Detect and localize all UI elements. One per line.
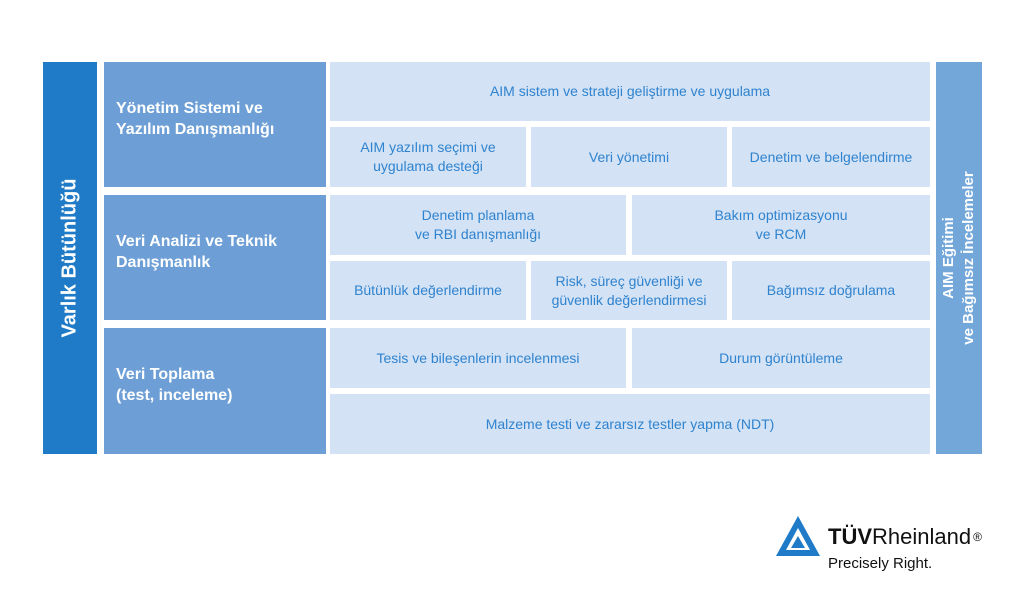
varlik-butunlugu-label: Varlık Bütünlüğü bbox=[58, 178, 81, 338]
aim-training-label: AIM Eğitimi ve Bağımsız İncelemeler bbox=[940, 171, 977, 345]
right-vertical-bar: AIM Eğitimi ve Bağımsız İncelemeler bbox=[936, 62, 982, 454]
registered-mark: ® bbox=[973, 530, 982, 544]
service-material-testing: Malzeme testi ve zararsız testler yapma … bbox=[330, 394, 930, 454]
service-inspection-planning: Denetim planlama ve RBI danışmanlığı bbox=[330, 195, 626, 255]
service-risk-assessment: Risk, süreç güvenliği ve güvenlik değerl… bbox=[531, 261, 727, 320]
tuv-brand-name: TÜVRheinland® bbox=[828, 525, 982, 549]
service-maintenance-optimization: Bakım optimizasyonu ve RCM bbox=[632, 195, 930, 255]
category-label: Yönetim Sistemi ve Yazılım Danışmanlığı bbox=[116, 100, 275, 138]
category-data-analysis: Veri Analizi ve Teknik Danışmanlık bbox=[104, 195, 326, 320]
category-label: Veri Toplama (test, inceleme) bbox=[116, 366, 233, 404]
service-condition-monitoring: Durum görüntüleme bbox=[632, 328, 930, 388]
left-vertical-bar: Varlık Bütünlüğü bbox=[43, 62, 97, 454]
service-facility-inspection: Tesis ve bileşenlerin incelenmesi bbox=[330, 328, 626, 388]
service-independent-verification: Bağımsız doğrulama bbox=[732, 261, 930, 320]
tuv-tagline: Precisely Right. bbox=[828, 555, 933, 572]
tuv-triangle-icon bbox=[776, 516, 820, 556]
category-label: Veri Analizi ve Teknik Danışmanlık bbox=[116, 233, 277, 271]
service-data-management: Veri yönetimi bbox=[531, 127, 727, 187]
category-data-collection: Veri Toplama (test, inceleme) bbox=[104, 328, 326, 454]
service-integrity-assessment: Bütünlük değerlendirme bbox=[330, 261, 526, 320]
service-audit-certification: Denetim ve belgelendirme bbox=[732, 127, 930, 187]
brand-regular: Rheinland bbox=[872, 524, 972, 549]
service-aim-strategy: AIM sistem ve strateji geliştirme ve uyg… bbox=[330, 62, 930, 121]
category-management-software: Yönetim Sistemi ve Yazılım Danışmanlığı bbox=[104, 62, 326, 187]
service-aim-software: AIM yazılım seçimi ve uygulama desteği bbox=[330, 127, 526, 187]
tuv-logo: TÜVRheinland® Precisely Right. bbox=[775, 515, 1005, 577]
brand-bold: TÜV bbox=[828, 524, 872, 549]
